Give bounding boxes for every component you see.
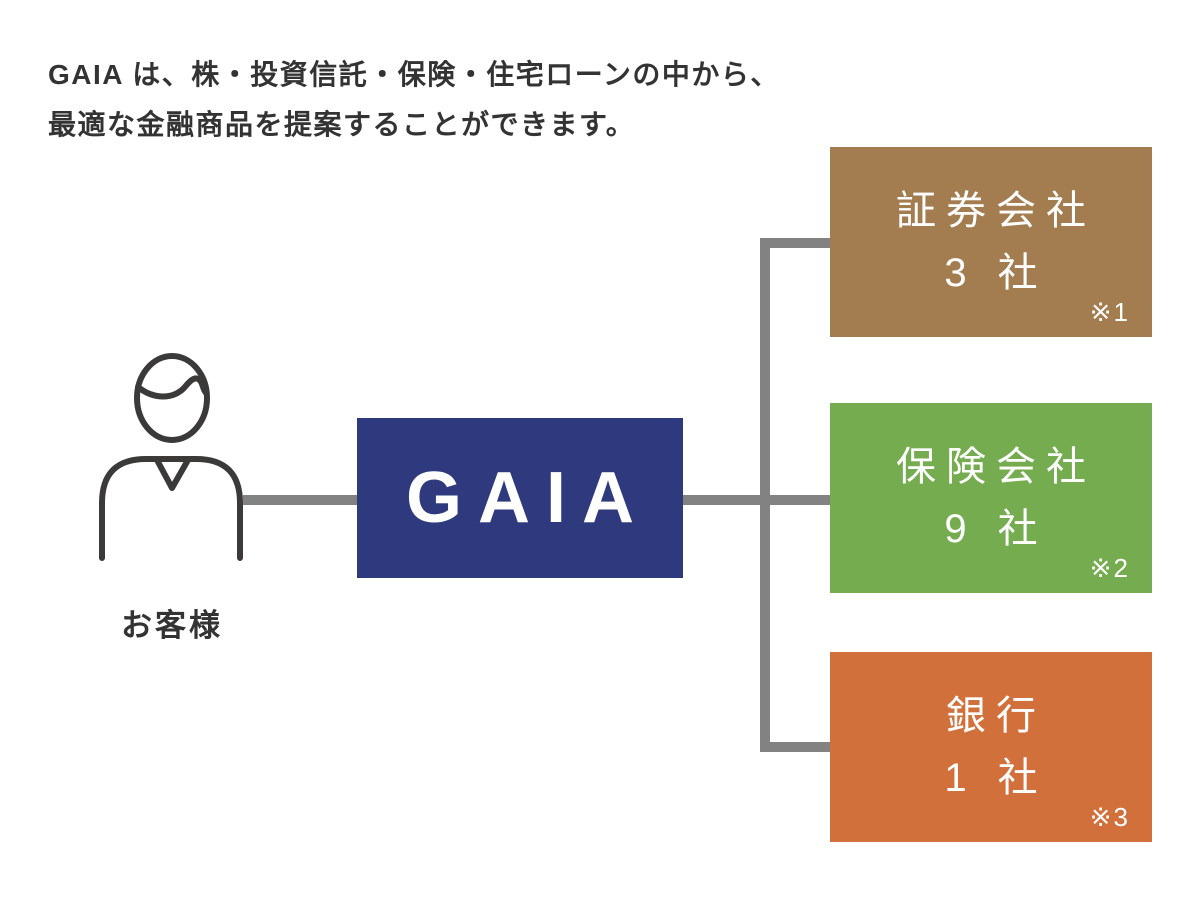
branch-bank-note: ※3 [1089,802,1130,832]
person-head [134,353,210,443]
person-icon [99,353,243,561]
branch-box-securities: 証券会社 3 社 ※1 [830,147,1152,337]
gaia-box: GAIA [357,418,683,578]
gaia-label: GAIA [406,458,650,538]
branch-box-insurance: 保険会社 9 社 ※2 [830,403,1152,593]
connector-vertical-trunk [760,238,770,752]
person-hair [135,375,210,400]
person-body [99,456,243,561]
branch-bank-line1: 銀行 [946,694,1046,738]
branch-securities-line2: 3 社 [944,251,1048,295]
intro-text: GAIA は、株・投資信託・保険・住宅ローンの中から、 最適な金融商品を提案する… [48,50,780,150]
branch-box-bank: 銀行 1 社 ※3 [830,652,1152,842]
connector-branch-bottom [760,742,830,752]
branch-insurance-line2: 9 社 [944,507,1048,551]
customer-label: お客様 [121,608,223,643]
branch-insurance-note: ※2 [1089,553,1130,583]
branch-insurance-line1: 保険会社 [896,445,1096,489]
connector-branch-top [760,238,830,248]
connector-gaia-to-branches [683,495,830,505]
person-collar [154,457,191,491]
intro-line-2: 最適な金融商品を提案することができます。 [48,109,636,140]
connector-customer-to-gaia [243,495,358,505]
branch-securities-line1: 証券会社 [896,189,1096,233]
branch-securities-note: ※1 [1089,297,1130,327]
intro-line-1: GAIA は、株・投資信託・保険・住宅ローンの中から、 [48,59,780,90]
branch-bank-line2: 1 社 [944,756,1048,800]
